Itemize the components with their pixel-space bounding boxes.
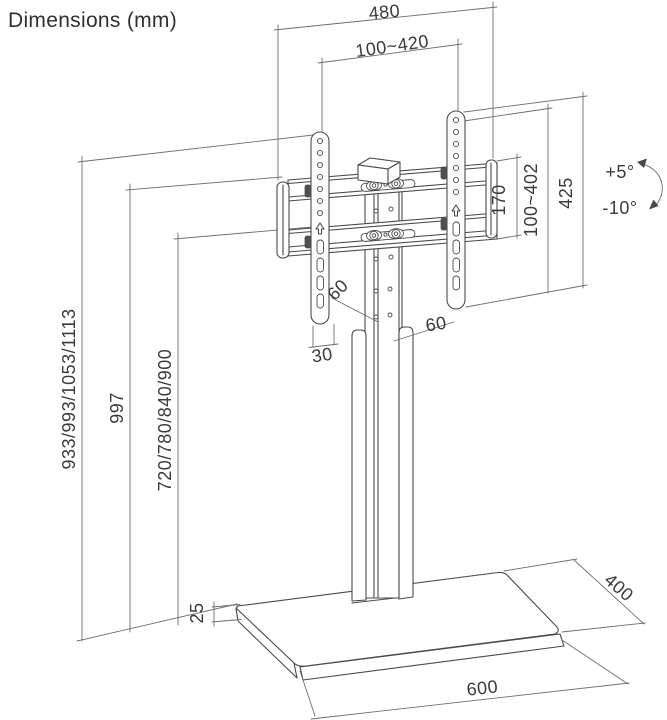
floor-line (76, 603, 238, 642)
column-cap (357, 157, 401, 185)
dim-column-width: 60 (424, 313, 448, 336)
support-column-outer (351, 326, 414, 602)
dim-screen-center-height-options: 720/780/840/900 (155, 349, 175, 492)
strip-clamp (304, 235, 312, 249)
up-arrow-icon (315, 222, 325, 235)
strip-clamp (304, 184, 312, 198)
dim-vesa-width-range: 100~420 (354, 31, 430, 61)
strip-clamp (440, 217, 448, 231)
tilt-indicator (637, 158, 663, 210)
page-title: Dimensions (mm) (8, 9, 177, 32)
dim-rail-spacing: 170 (489, 184, 509, 216)
callout-leaders (308, 297, 455, 348)
dimension-group-left (76, 133, 323, 642)
strip-clamp (440, 166, 448, 180)
dim-base-width: 600 (466, 676, 500, 699)
dim-vesa-height-range: 100~402 (521, 163, 541, 237)
dimension-600-group (299, 639, 630, 720)
tilt-arc-arrow-icon (641, 163, 663, 208)
dimension-group-right (463, 91, 588, 308)
vesa-strip-right (440, 110, 466, 310)
vesa-strip-left (304, 131, 330, 325)
dim-base-depth: 400 (600, 570, 637, 606)
dim-strip-width: 30 (310, 344, 334, 367)
dim-base-thickness: 25 (187, 602, 207, 623)
dim-bracket-height: 425 (556, 177, 576, 209)
dim-tilt-down: -10° (602, 198, 637, 218)
dim-tilt-up: +5° (605, 162, 634, 182)
dim-overall-height-options: 933/993/1053/1113 (59, 309, 79, 470)
rail-end-caps (276, 159, 498, 259)
dim-column-height: 997 (107, 392, 127, 424)
dim-overall-width: 480 (368, 0, 401, 23)
dimension-group-top (273, 1, 498, 181)
dimension-25-group (211, 601, 242, 627)
base-plate (235, 571, 565, 681)
up-arrow-icon (451, 204, 461, 217)
dimension-400-group (503, 558, 646, 633)
